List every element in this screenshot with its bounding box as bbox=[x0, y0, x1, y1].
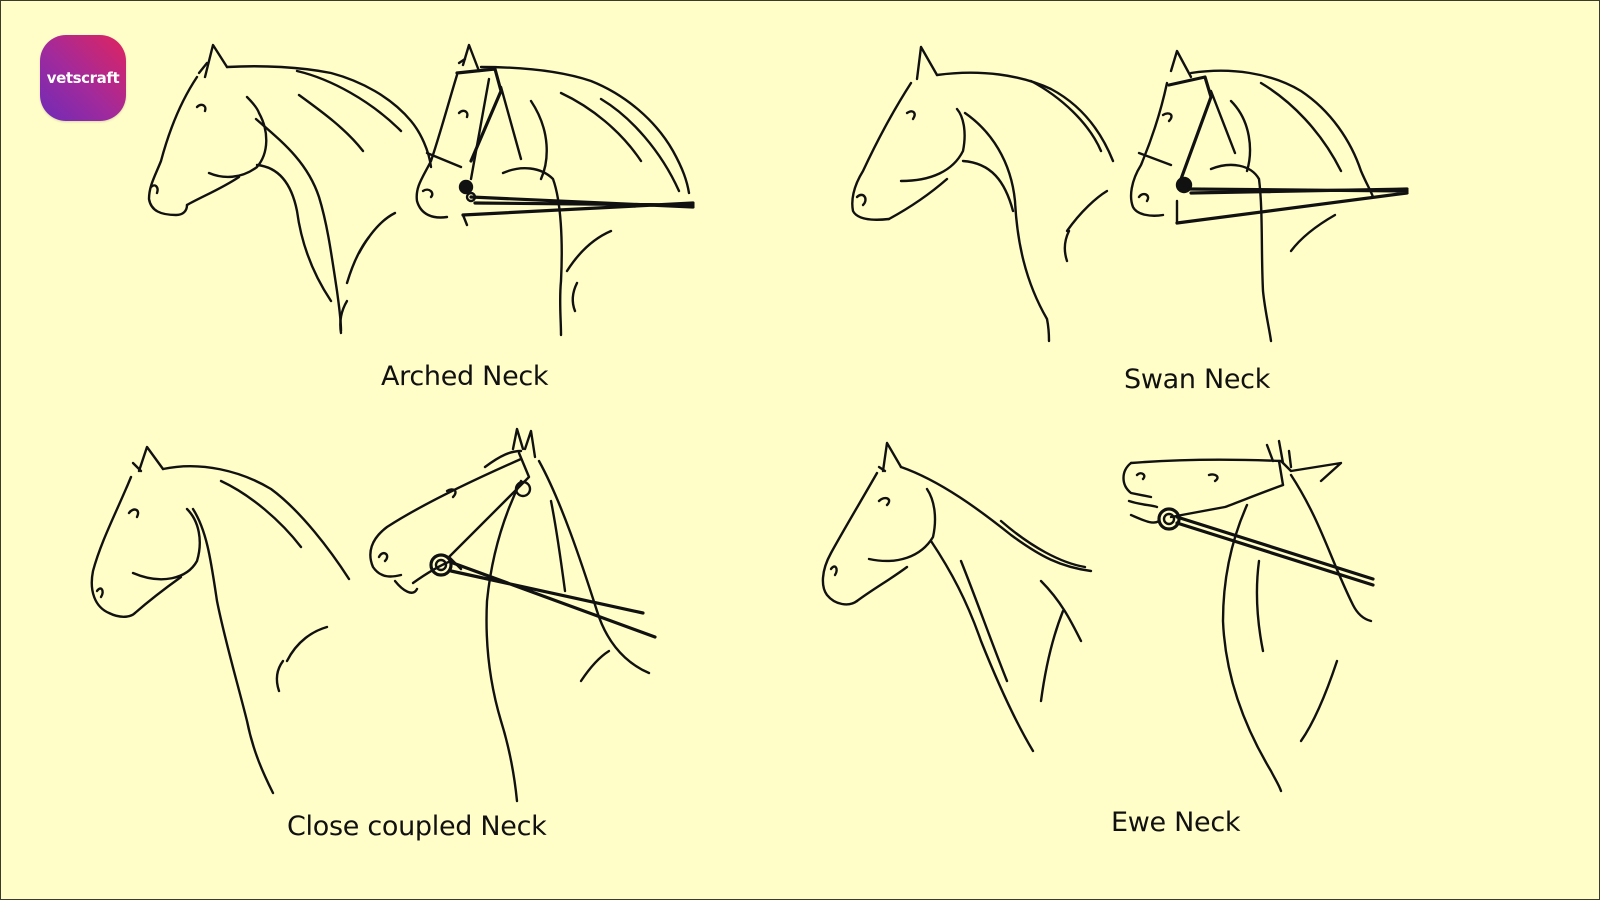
ewe-horse-snaffle-bridle bbox=[1122, 439, 1375, 793]
label-swan-neck: Swan Neck bbox=[1124, 364, 1271, 395]
ewe-horse-unbridled bbox=[821, 441, 1093, 753]
logo-text: vetscraft bbox=[46, 69, 120, 87]
vetscraft-logo: vetscraft bbox=[40, 35, 126, 121]
swan-horse-unbridled bbox=[851, 45, 1115, 343]
close-coupled-horse-snaffle-bridle bbox=[369, 427, 657, 803]
label-close-coupled-neck: Close coupled Neck bbox=[287, 811, 547, 842]
label-arched-neck: Arched Neck bbox=[381, 361, 549, 392]
close-coupled-horse-unbridled bbox=[90, 445, 351, 795]
swan-horse-double-bridle bbox=[1129, 49, 1409, 343]
arched-horse-double-bridle bbox=[415, 43, 695, 337]
label-ewe-neck: Ewe Neck bbox=[1111, 807, 1241, 838]
arched-horse-unbridled bbox=[147, 43, 433, 335]
